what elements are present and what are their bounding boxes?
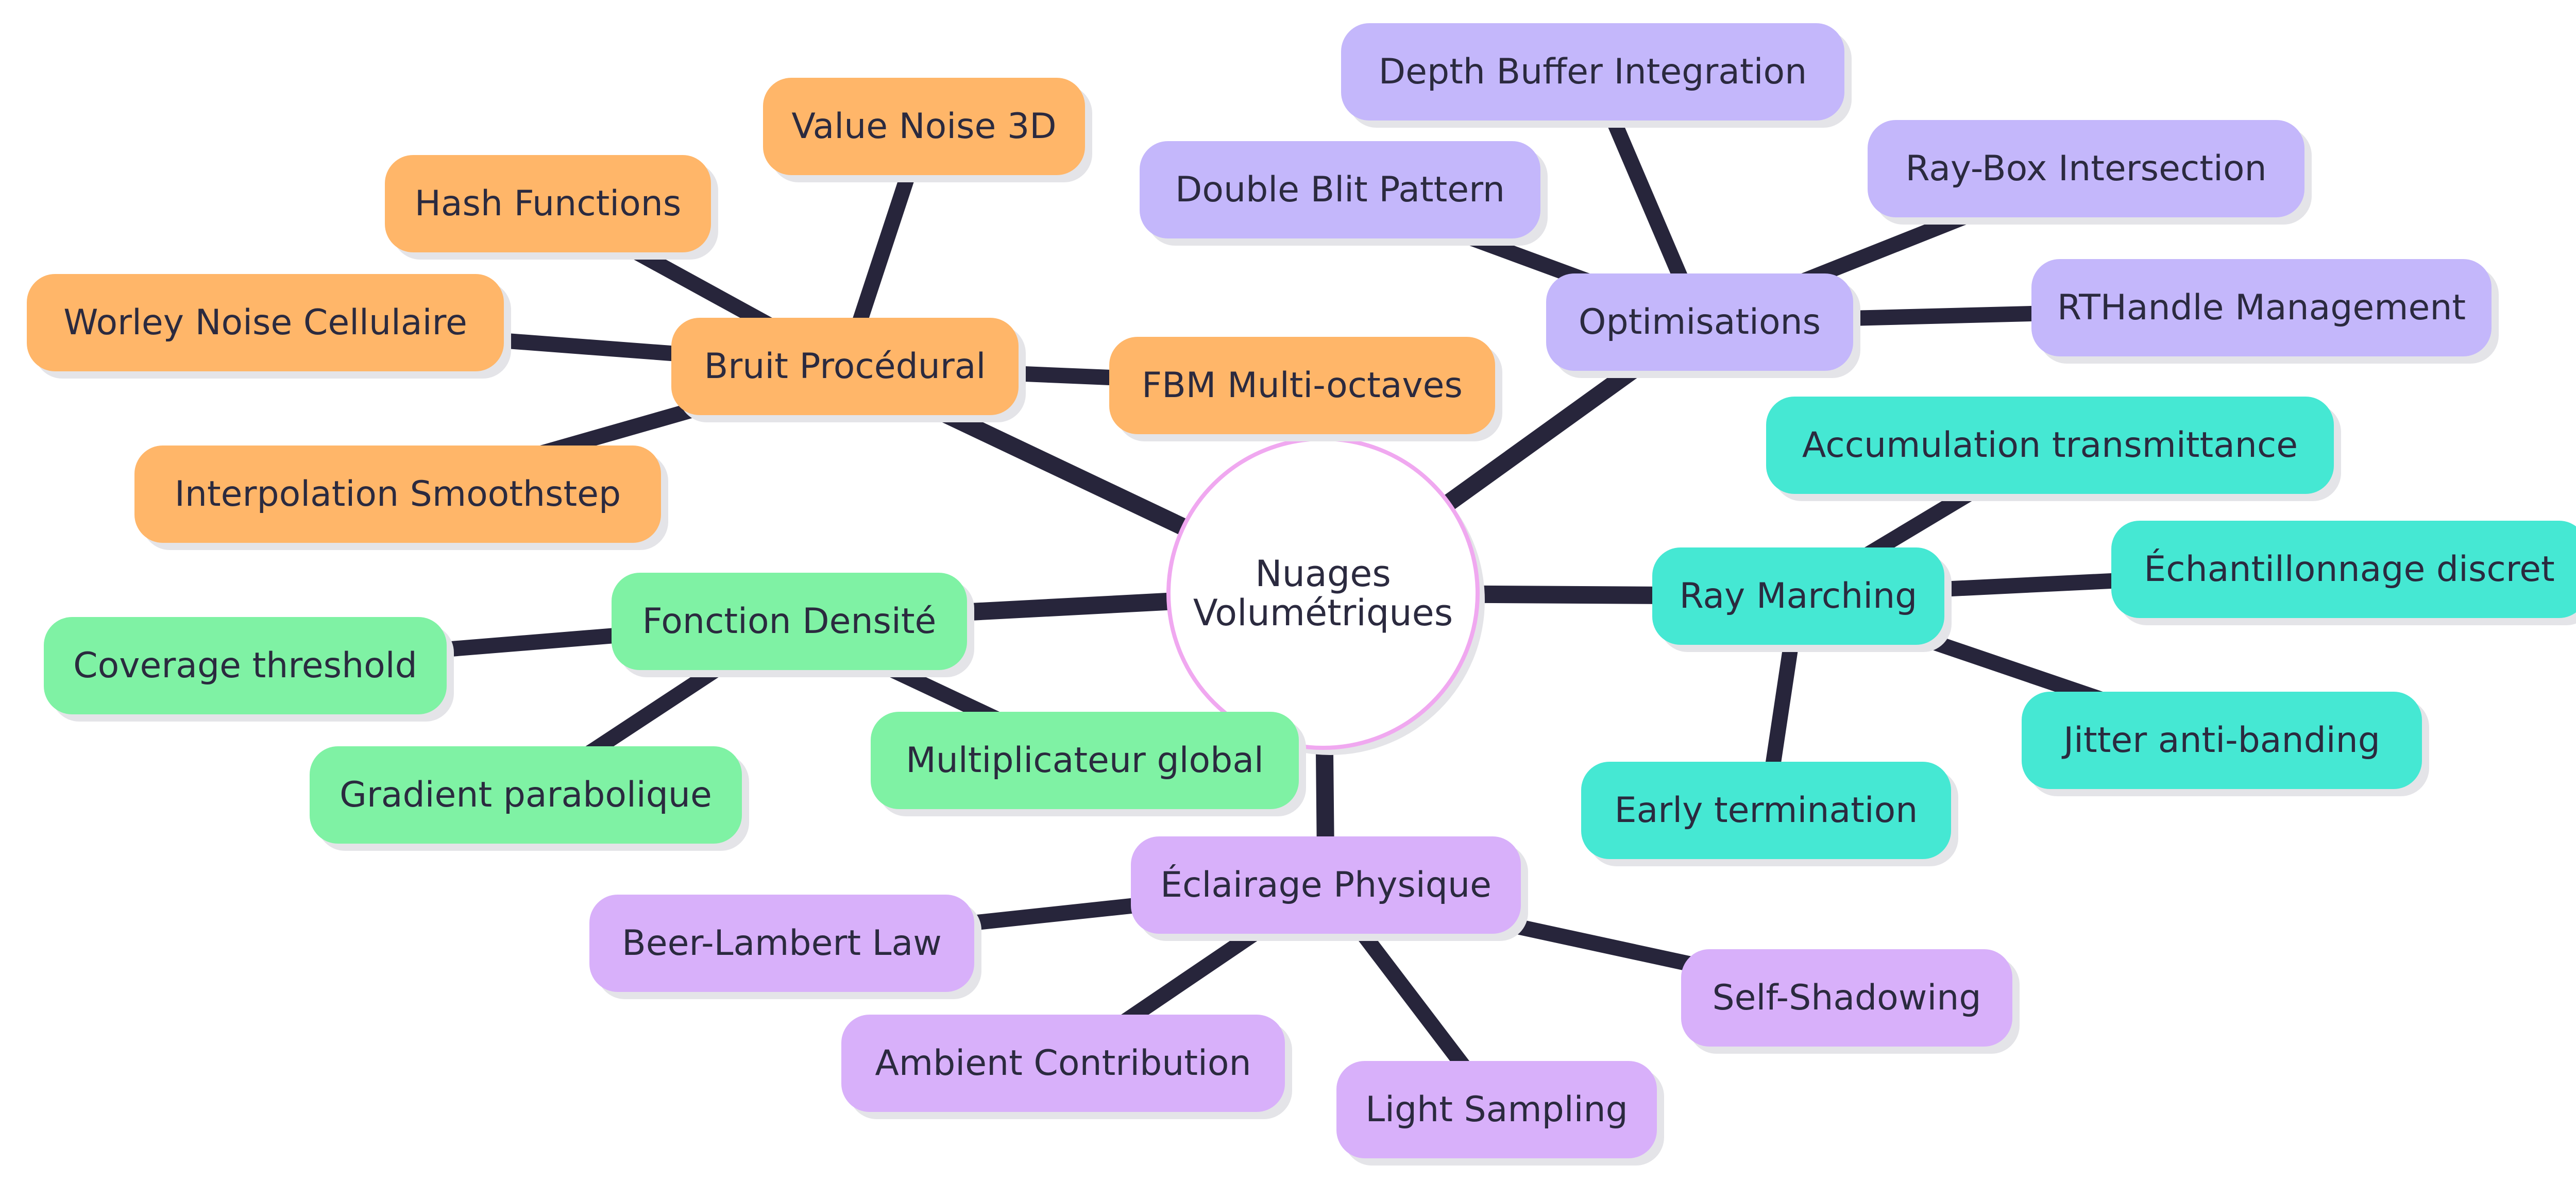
branch-node[interactable]: Ray Marching (1652, 547, 1952, 652)
leaf-node[interactable]: Interpolation Smoothstep (134, 446, 668, 550)
node-box (27, 274, 504, 371)
leaf-node[interactable]: Depth Buffer Integration (1341, 23, 1852, 128)
node-box (2031, 259, 2492, 356)
leaf-node[interactable]: Gradient parabolique (310, 746, 749, 851)
node-box (134, 446, 661, 543)
branch-node[interactable]: Bruit Procédural (671, 318, 1026, 422)
leaf-node-label: Interpolation Smoothstep (175, 474, 621, 515)
leaf-node[interactable]: Ray-Box Intersection (1868, 120, 2312, 225)
branch-node[interactable]: Fonction Densité (612, 573, 974, 677)
node-box (763, 78, 1085, 175)
leaf-node[interactable]: Worley Noise Cellulaire (27, 274, 511, 379)
leaf-node-label: Light Sampling (1365, 1089, 1628, 1130)
branch-node-label: Optimisations (1579, 302, 1821, 342)
node-box (2111, 521, 2576, 618)
leaf-node[interactable]: Double Blit Pattern (1140, 141, 1548, 246)
leaf-node[interactable]: Hash Functions (385, 155, 718, 260)
branch-node-label: Bruit Procédural (704, 346, 986, 387)
node-box (1109, 337, 1495, 434)
leaf-node-label: Beer-Lambert Law (622, 923, 942, 964)
leaf-node[interactable]: FBM Multi-octaves (1109, 337, 1502, 441)
leaf-node[interactable]: Coverage threshold (44, 617, 454, 722)
leaf-node[interactable]: Light Sampling (1336, 1061, 1664, 1166)
leaf-node[interactable]: Value Noise 3D (763, 78, 1092, 182)
leaf-node-label: RTHandle Management (2057, 287, 2466, 328)
leaf-node-label: Coverage threshold (73, 645, 417, 686)
branch-node[interactable]: Optimisations (1546, 273, 1860, 378)
node-box (612, 573, 967, 670)
root-label-line2: Volumétriques (1193, 592, 1453, 634)
node-box (1546, 273, 1853, 371)
node-box (310, 746, 742, 844)
leaf-node-label: FBM Multi-octaves (1142, 365, 1463, 406)
node-box (1868, 120, 2304, 217)
branch-node-label: Éclairage Physique (1160, 864, 1492, 905)
leaf-node[interactable]: RTHandle Management (2031, 259, 2499, 364)
branch-node-label: Fonction Densité (642, 601, 937, 642)
leaf-node-label: Value Noise 3D (791, 106, 1056, 147)
node-box (44, 617, 447, 714)
node-box (1140, 141, 1540, 238)
node-box (385, 155, 711, 252)
leaf-node[interactable]: Ambient Contribution (841, 1015, 1292, 1119)
leaf-node[interactable]: Beer-Lambert Law (589, 895, 981, 999)
leaf-node-label: Ambient Contribution (875, 1043, 1251, 1084)
leaf-node-label: Échantillonnage discret (2144, 549, 2554, 590)
branch-node[interactable]: Éclairage Physique (1131, 836, 1528, 941)
leaf-node[interactable]: Accumulation transmittance (1766, 397, 2341, 501)
branch-node-label: Ray Marching (1680, 576, 1918, 616)
leaf-node-label: Jitter anti-banding (2061, 720, 2380, 761)
node-box (589, 895, 974, 992)
node-box (671, 318, 1019, 415)
node-box (1652, 547, 1944, 645)
leaf-node[interactable]: Multiplicateur global (871, 712, 1306, 816)
leaf-node[interactable]: Self-Shadowing (1681, 949, 2020, 1054)
node-box (1581, 762, 1951, 859)
leaf-node-label: Accumulation transmittance (1802, 425, 2298, 466)
leaf-node-label: Gradient parabolique (340, 775, 712, 815)
leaf-node[interactable]: Échantillonnage discret (2111, 521, 2576, 625)
root-label-line1: Nuages (1255, 553, 1391, 595)
node-box (1341, 23, 1844, 121)
leaf-node-label: Double Blit Pattern (1175, 169, 1505, 210)
leaf-node-label: Self-Shadowing (1712, 978, 1981, 1018)
leaf-node-label: Depth Buffer Integration (1379, 52, 1807, 92)
leaf-node-label: Ray-Box Intersection (1905, 148, 2266, 189)
leaf-node-label: Early termination (1615, 790, 1918, 831)
leaf-node-label: Hash Functions (415, 183, 682, 224)
node-box (1131, 836, 1521, 934)
leaf-node-label: Worley Noise Cellulaire (63, 302, 467, 343)
node-box (1681, 949, 2012, 1047)
node-box (2022, 692, 2422, 789)
leaf-node-label: Multiplicateur global (906, 740, 1264, 781)
node-box (1766, 397, 2334, 494)
leaf-node[interactable]: Jitter anti-banding (2022, 692, 2429, 796)
leaf-node[interactable]: Early termination (1581, 762, 1958, 866)
node-box (1336, 1061, 1657, 1158)
node-box (841, 1015, 1285, 1112)
node-box (871, 712, 1299, 809)
